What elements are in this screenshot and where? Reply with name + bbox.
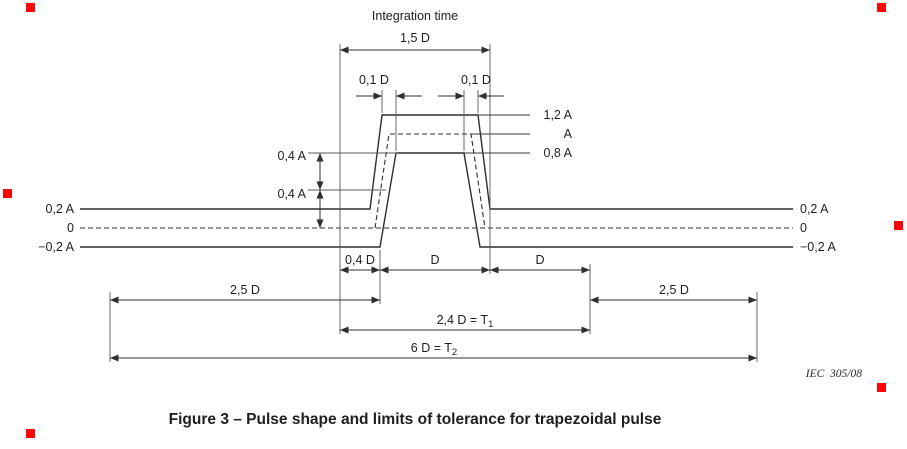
waveform (80, 114, 793, 248)
selection-handle-top-right[interactable] (877, 3, 886, 12)
dim-t2-label: 6 D = T2 (411, 341, 457, 358)
right-axis-zero-label: 0 (800, 221, 807, 235)
dim-t1-sub: 1 (488, 319, 493, 330)
selection-handle-bottom-left[interactable] (26, 429, 35, 438)
dim-d-first-label: D (430, 253, 439, 267)
selection-handle-mid-left[interactable] (3, 189, 12, 198)
dim-1-5d-label: 1,5 D (400, 31, 430, 45)
dim-d-second-label: D (535, 253, 544, 267)
upper-tolerance-envelope (80, 114, 793, 210)
dim-t2-sub: 2 (452, 347, 457, 358)
extension-lines (109, 44, 758, 362)
selection-handle-mid-right[interactable] (894, 221, 903, 230)
nominal-pulse-dashed (374, 133, 486, 229)
left-axis-labels: 0,2 A 0 −0,2 A (38, 202, 74, 254)
right-axis-plus-label: 0,2 A (800, 202, 829, 216)
lower-tolerance-envelope (80, 152, 793, 248)
dim-2-5d-right-label: 2,5 D (659, 283, 689, 297)
left-axis-minus-label: −0,2 A (38, 240, 74, 254)
dim-0-4a-lower-label: 0,4 A (278, 187, 307, 201)
right-axis-labels: 0,2 A 0 −0,2 A (800, 202, 836, 254)
selection-handles[interactable] (3, 3, 903, 438)
selection-handle-top-left[interactable] (26, 3, 35, 12)
integration-time-label: Integration time (372, 9, 458, 23)
dim-t1-label: 2,4 D = T1 (437, 313, 494, 330)
dim-0-1d-right-label: 0,1 D (461, 73, 491, 87)
level-a-label: A (564, 127, 573, 141)
dim-0-4a-upper-label: 0,4 A (278, 149, 307, 163)
dim-0-1d-left-label: 0,1 D (359, 73, 389, 87)
selection-handle-bottom-right[interactable] (877, 383, 886, 392)
level-1-2a-label: 1,2 A (544, 108, 573, 122)
dim-2-5d-left-label: 2,5 D (230, 283, 260, 297)
figure-caption: Figure 3 – Pulse shape and limits of tol… (169, 411, 662, 428)
dim-t2-main: 6 D = T (411, 341, 452, 355)
dim-t1-main: 2,4 D = T (437, 313, 489, 327)
left-axis-plus-label: 0,2 A (46, 202, 75, 216)
iec-reference: IEC 305/08 (805, 368, 862, 380)
level-0-8a-label: 0,8 A (544, 146, 573, 160)
dim-0-4d-label: 0,4 D (345, 253, 375, 267)
left-axis-zero-label: 0 (67, 221, 74, 235)
right-axis-minus-label: −0,2 A (800, 240, 836, 254)
dimension-lines (110, 46, 757, 362)
